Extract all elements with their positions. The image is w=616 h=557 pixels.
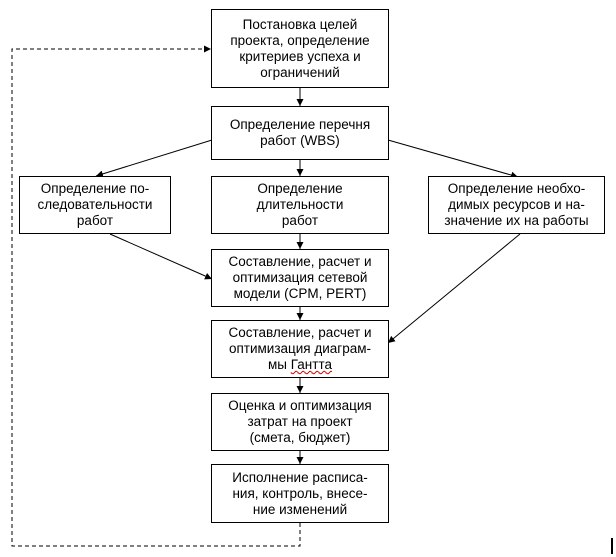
node-cost-line-3: (смета, бюджет) [249, 430, 351, 445]
gantt-word-spellcheck: Гантта [290, 357, 332, 372]
node-gantt-line-3-prefix: мы [268, 357, 291, 372]
node-goals-line-2: проекта, определение [230, 32, 370, 48]
node-cost: Оценка и оптимизация затрат на проект (с… [211, 393, 389, 451]
node-sequence-line-2: следовательности [37, 197, 153, 212]
node-sequence-line-1: Определение по- [40, 181, 150, 196]
node-execution-line-3: ние изменений [252, 501, 348, 517]
node-execution-line-1: Исполнение расписа- [232, 469, 368, 485]
node-duration: Определение длительности работ [211, 176, 389, 234]
node-resources: Определение необхо- димых ресурсов и на-… [428, 176, 605, 234]
node-cost-line-2: затрат на проект [247, 414, 353, 429]
edge-wbs-to-sequence [95, 139, 213, 178]
node-duration-line-1: Определение [257, 181, 343, 196]
edge-wbs-to-resources [387, 139, 519, 179]
node-wbs-line-2: работ (WBS) [260, 133, 340, 148]
node-network-line-3: модели (CPM, PERT) [233, 286, 367, 301]
node-duration-line-3: работ [281, 213, 319, 228]
node-goals-line-1: Постановка целей [242, 16, 358, 32]
node-cost-line-1: Оценка и оптимизация [228, 398, 372, 413]
node-gantt-line-2: оптимизация диаграм- [228, 341, 372, 356]
node-resources-line-3: значение их на работы [444, 213, 589, 228]
node-sequence-line-3: работ [76, 213, 114, 228]
edge-sequence-to-network [109, 233, 213, 280]
edge-execution-to-goals-feedback [11, 45, 301, 547]
node-network-line-2: оптимизация сетевой [232, 270, 368, 285]
node-wbs-line-1: Определение перечня [229, 117, 371, 132]
node-wbs: Определение перечня работ (WBS) [211, 106, 389, 160]
node-execution-line-2: ния, контроль, внесе- [232, 485, 368, 501]
node-duration-line-2: длительности [256, 197, 344, 212]
node-network: Составление, расчет и оптимизация сетево… [211, 249, 389, 307]
node-goals-line-3: критериев успеха и [239, 48, 361, 64]
edge-resources-to-gantt [387, 233, 521, 344]
node-execution: Исполнение расписа- ния, контроль, внесе… [211, 464, 389, 523]
node-resources-line-1: Определение необхо- [447, 181, 586, 196]
node-gantt-line-1: Составление, расчет и [228, 325, 372, 340]
node-gantt: Составление, расчет и оптимизация диагра… [211, 320, 389, 378]
node-gantt-line-3: мы Гантта [268, 357, 332, 373]
node-network-line-1: Составление, расчет и [228, 254, 372, 269]
text-cursor-mark [611, 538, 613, 554]
node-sequence: Определение по- следовательности работ [19, 176, 171, 234]
node-resources-line-2: димых ресурсов и на- [448, 197, 585, 212]
node-goals-line-4: ограничений [260, 64, 340, 80]
node-goals: Постановка целей проекта, определение кр… [211, 9, 389, 88]
